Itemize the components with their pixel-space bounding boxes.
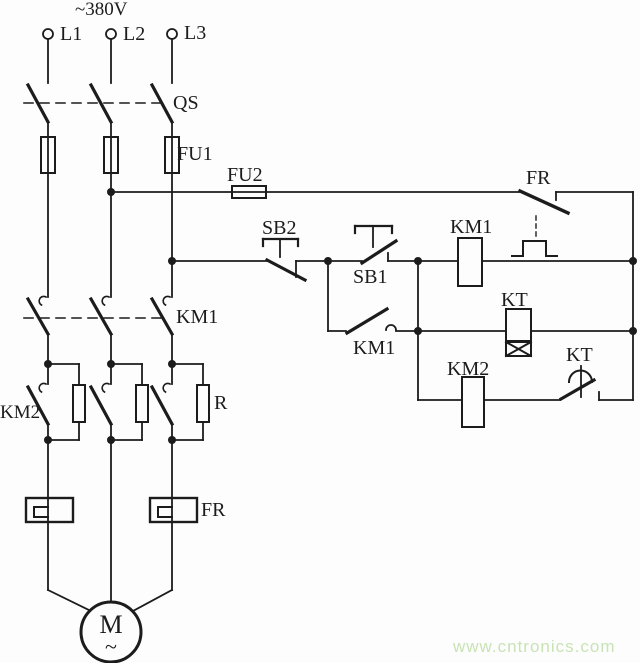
starting-resistors xyxy=(72,384,210,423)
km2-main-contacts xyxy=(25,382,175,427)
label-km1-aux-contact: KM1 xyxy=(353,337,396,359)
label-km2-main-contacts: KM2 xyxy=(0,402,41,423)
junction-dots xyxy=(44,188,637,444)
label-motor-ac: ~ xyxy=(105,634,117,659)
label-resistor: R xyxy=(214,392,228,414)
label-fr-heater: FR xyxy=(201,499,226,521)
km1-aux-contact xyxy=(344,306,397,336)
label-kt-coil: KT xyxy=(501,289,528,311)
label-phase-l2: L2 xyxy=(123,23,146,45)
label-km2-coil: KM2 xyxy=(447,358,490,380)
kt-delay-contact xyxy=(558,365,597,402)
km1-main-contacts xyxy=(23,295,175,337)
sb1-button xyxy=(353,224,399,266)
phase-terminals xyxy=(42,28,178,40)
label-qs-switch: QS xyxy=(173,92,199,114)
label-fu1-fuse: FU1 xyxy=(177,143,213,165)
label-km1-coil: KM1 xyxy=(450,216,493,238)
label-fr-contact: FR xyxy=(526,167,551,189)
sb2-button xyxy=(261,237,308,283)
label-km1-main-contacts: KM1 xyxy=(176,306,219,328)
fr-heaters xyxy=(24,496,199,524)
kt-coil xyxy=(504,308,533,358)
watermark: www.cntronics.com xyxy=(453,637,616,656)
qs-switch xyxy=(23,82,175,125)
control-wires xyxy=(110,191,634,401)
label-sb2-button: SB2 xyxy=(262,217,297,239)
km2-coil xyxy=(461,376,485,428)
fr-nc-contact xyxy=(511,188,571,257)
label-phase-l3: L3 xyxy=(184,22,207,44)
supply-voltage-label: ~380V xyxy=(75,0,128,20)
label-motor: M xyxy=(99,610,123,639)
fu1-fuses xyxy=(40,136,180,174)
label-phase-l1: L1 xyxy=(60,23,83,45)
label-sb1-button: SB1 xyxy=(353,266,388,288)
km1-coil xyxy=(457,237,483,287)
motor-symbol xyxy=(79,600,143,663)
label-kt-contact: KT xyxy=(566,344,593,366)
label-fu2-fuse: FU2 xyxy=(227,164,263,186)
fu2-fuse xyxy=(231,185,267,199)
